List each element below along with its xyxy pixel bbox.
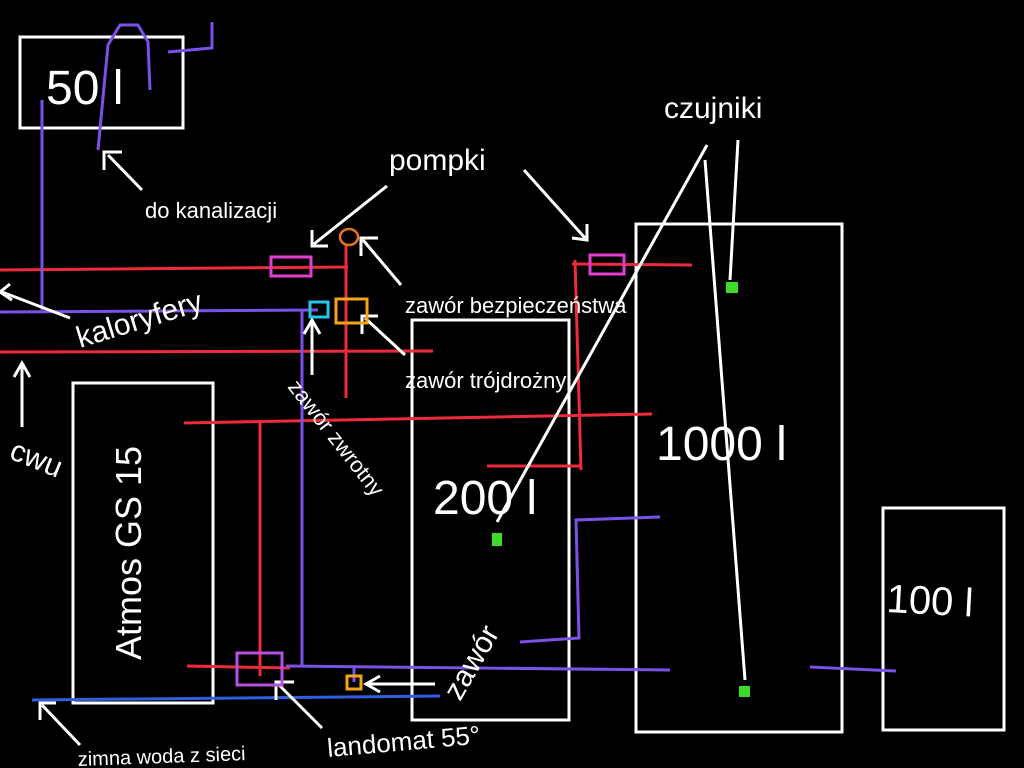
pump-right xyxy=(588,253,626,276)
tank-200l-label: 200 l xyxy=(433,472,537,525)
tank-1000l xyxy=(634,222,844,734)
label-landomat: landomat 55° xyxy=(326,720,482,763)
label-zawor-bezpieczenstwa: zawór bezpieczeństwa xyxy=(405,293,627,318)
label-czujniki: czujniki xyxy=(664,92,762,125)
label-cwu: cwu xyxy=(5,434,67,485)
label-do-kanalizacji: do kanalizacji xyxy=(145,198,277,223)
safety-valve xyxy=(338,227,360,247)
cold-water-pipe xyxy=(31,694,441,702)
sensor-1000l-bottom xyxy=(739,686,750,697)
label-zawor: zawór xyxy=(437,620,506,706)
check-valve xyxy=(308,300,330,319)
tank-200l xyxy=(410,318,571,722)
pointer-arrows xyxy=(0,139,747,747)
label-pompki: pompki xyxy=(389,144,486,177)
label-kaloryfery: kaloryfery xyxy=(72,285,206,355)
tank-1000l-label: 1000 l xyxy=(656,418,787,471)
boiler-label: Atmos GS 15 xyxy=(108,446,149,660)
three-way-valve xyxy=(334,297,369,325)
tank-50l-label: 50 l xyxy=(46,62,123,115)
hot-pipes xyxy=(0,244,693,676)
sensor-200l xyxy=(492,533,502,546)
landomat-valve xyxy=(235,651,284,687)
pump-left xyxy=(269,255,313,278)
boiler-atmos xyxy=(71,381,215,705)
label-zimna-woda: zimna woda z sieci xyxy=(77,743,246,768)
cold-water-valve xyxy=(345,674,363,691)
label-zawor-zwrotny: zawór zwrotny xyxy=(283,375,389,501)
tank-100l xyxy=(881,506,1006,732)
tank-100l-label: 100 l xyxy=(886,577,975,625)
sensor-1000l-top xyxy=(726,282,738,293)
label-zawor-trojdrozny: zawór trójdrożny xyxy=(405,368,566,393)
